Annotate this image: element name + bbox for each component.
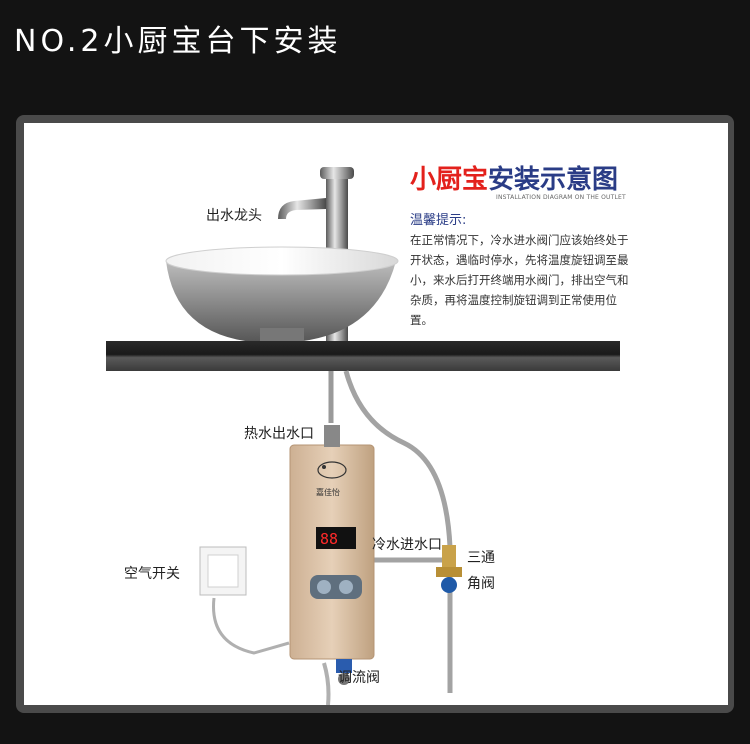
label-faucet: 出水龙头 (206, 208, 262, 224)
basin-icon (165, 246, 399, 344)
label-tee: 三通 (467, 550, 495, 566)
page-title: NO.2小厨宝台下安装 (14, 24, 342, 59)
temperature-icon[interactable] (339, 580, 353, 594)
diagram-panel (24, 123, 728, 705)
diagram-subtitle: INSTALLATION DIAGRAM ON THE OUTLET (496, 194, 626, 201)
brand-name: 嘉佳怡 (316, 487, 340, 497)
water-heater (289, 425, 375, 685)
tip-label: 温馨提示: (410, 213, 467, 228)
label-flow-valve: 调流阀 (338, 670, 380, 686)
diagram-title: 小厨宝安装示意图 (410, 164, 618, 196)
air-switch-icon (199, 546, 247, 596)
label-air-switch: 空气开关 (124, 566, 180, 582)
brand-logo-icon (317, 461, 347, 479)
angle-valve-icon (436, 545, 462, 593)
label-cold-inlet: 冷水进水口 (372, 537, 442, 553)
label-hot-outlet: 热水出水口 (244, 426, 314, 442)
power-icon[interactable] (317, 580, 331, 594)
countertop (106, 341, 620, 371)
heater-display: 88 (320, 530, 338, 548)
installation-diagram: 88 嘉佳怡 (106, 167, 620, 705)
label-angle-valve: 角阀 (467, 576, 495, 592)
diagram-title-part2: 安装示意图 (488, 165, 619, 195)
tip-text: 在正常情况下，冷水进水阀门应该始终处于开状态，遇临时停水，先将温度旋钮调至最小，… (410, 233, 629, 327)
power-cable (212, 597, 331, 705)
diagram-title-part1: 小厨宝 (410, 165, 489, 195)
